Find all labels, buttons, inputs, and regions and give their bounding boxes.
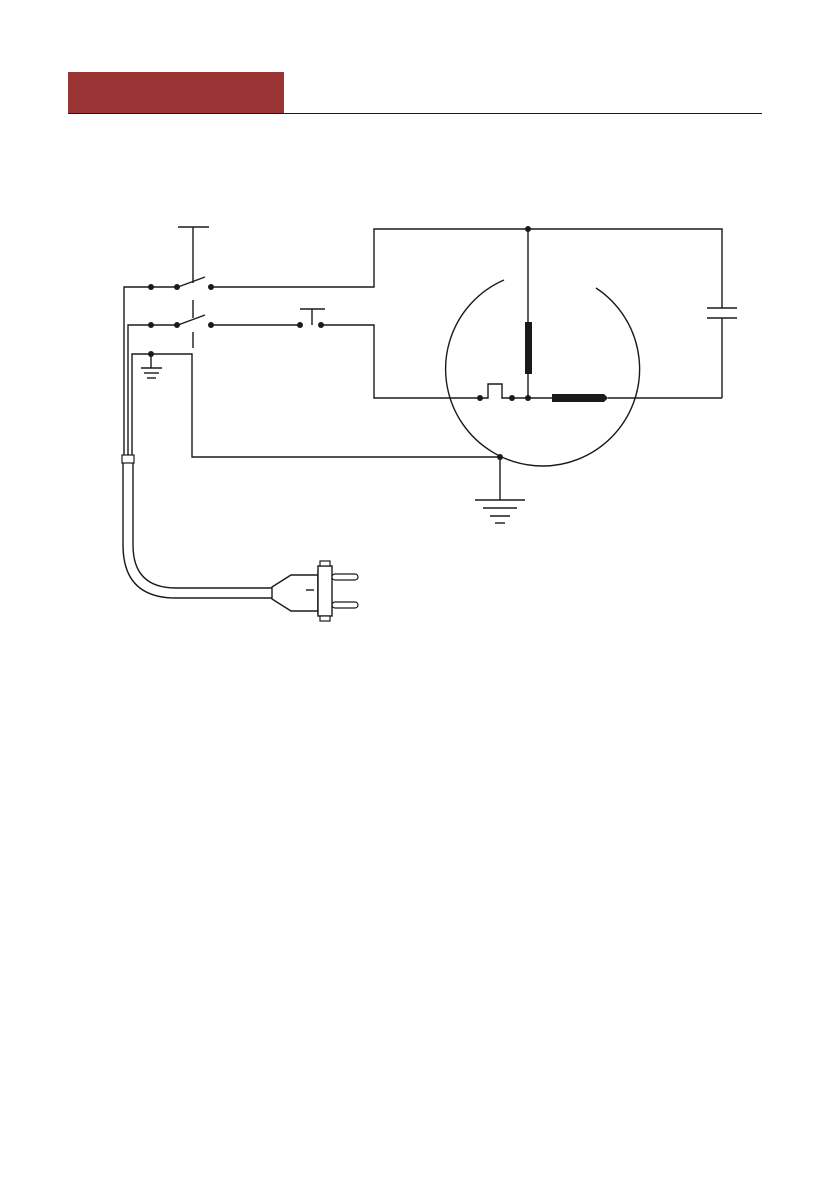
- motor-ground-symbol: [475, 454, 525, 523]
- motor: [446, 280, 640, 466]
- capacitor: [707, 300, 737, 320]
- ground-symbol: [141, 351, 162, 378]
- auxiliary-winding: [552, 394, 608, 402]
- circuit-wires: [211, 226, 722, 398]
- main-winding: [525, 322, 532, 374]
- push-button: [297, 309, 325, 328]
- mains-plug: [272, 561, 358, 621]
- mains-cable: [122, 455, 272, 598]
